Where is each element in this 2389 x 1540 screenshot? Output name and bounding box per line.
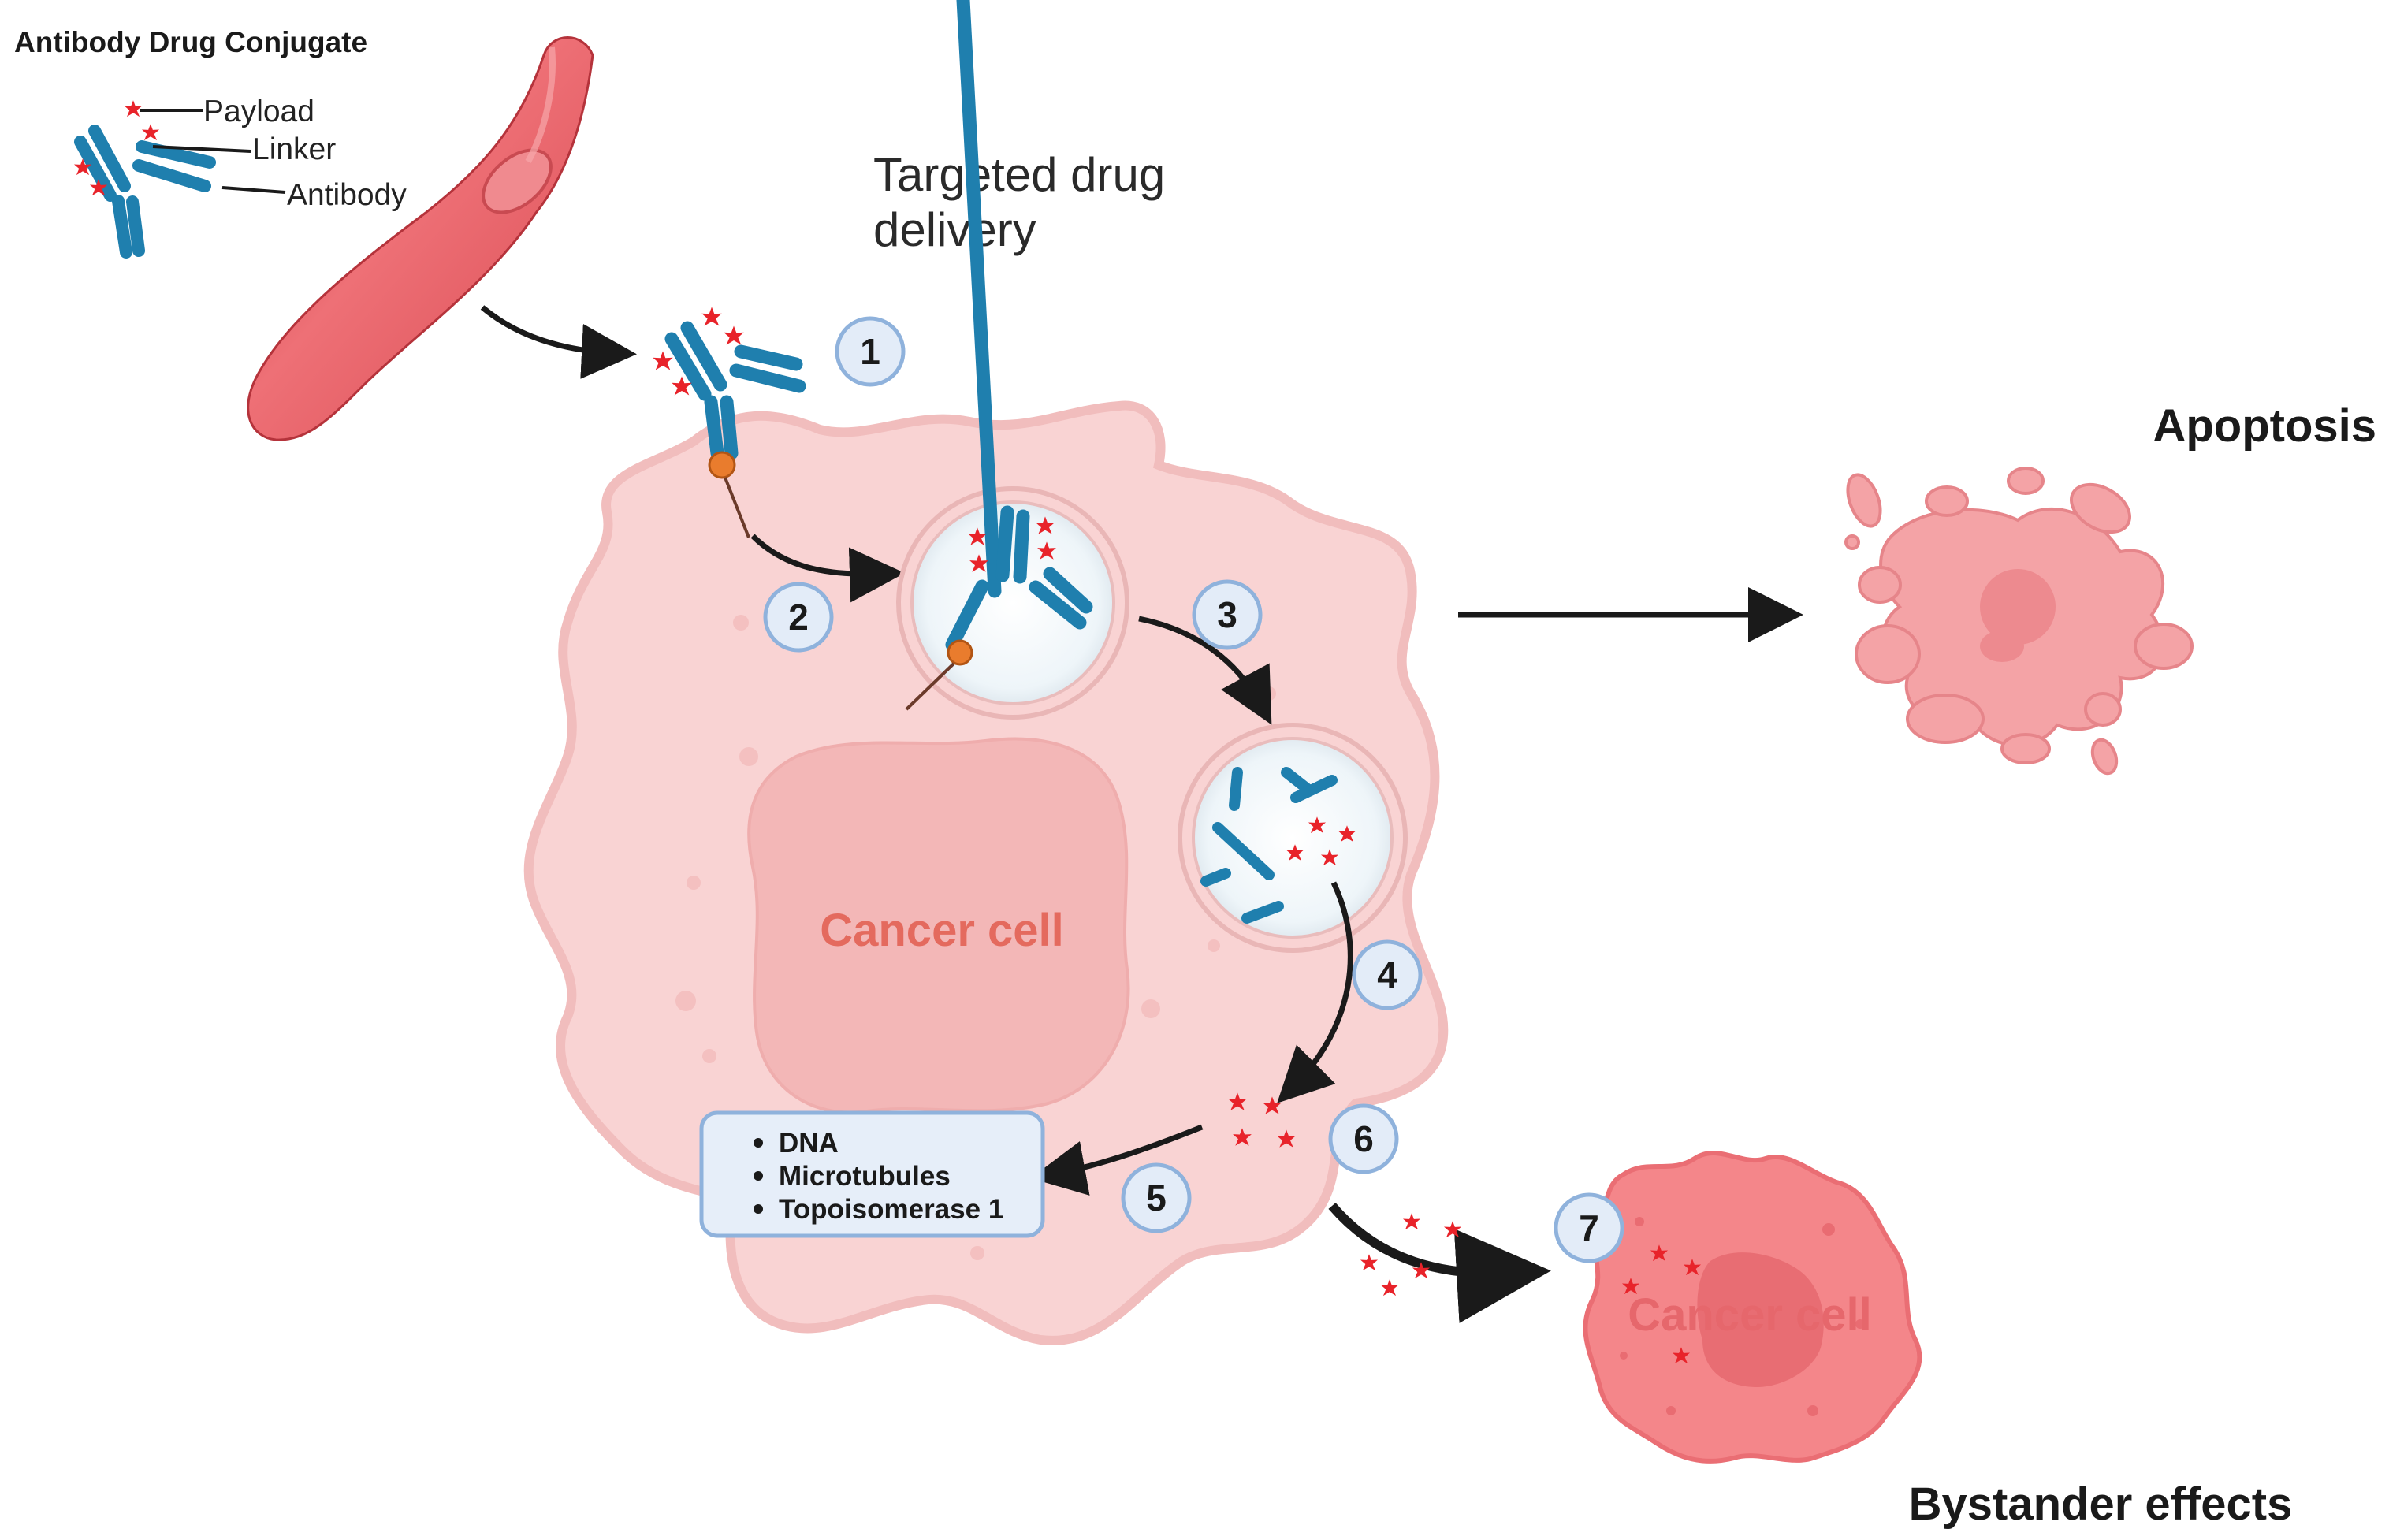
apoptosis-label: Apoptosis <box>2153 400 2376 452</box>
svg-text:6: 6 <box>1353 1118 1374 1159</box>
arrow-lysosome-to-payload <box>1277 881 1353 1103</box>
svg-text:5: 5 <box>1146 1177 1167 1218</box>
step-marker-1: 1 <box>835 316 906 387</box>
targeted-delivery-line2: delivery <box>873 203 1036 256</box>
payload-star-icon <box>1443 1221 1462 1238</box>
main-cell-label: Cancer cell <box>820 905 1064 956</box>
arrow-vessel-to-adc <box>480 305 637 379</box>
legend-payload-icon <box>124 100 143 117</box>
payload-star-icon <box>1360 1254 1379 1271</box>
endosome-vesicle <box>896 0 1129 720</box>
legend-adc-icon <box>73 100 286 259</box>
step-marker-4: 4 <box>1352 939 1423 1010</box>
target-dna: DNA <box>779 1128 839 1159</box>
apoptotic-cell <box>1844 467 2194 776</box>
legend-linker-label: Linker <box>252 132 336 166</box>
payload-star-icon <box>653 351 673 370</box>
lysosome-vesicle <box>1178 723 1408 953</box>
svg-text:2: 2 <box>788 597 809 638</box>
step-marker-7: 7 <box>1554 1192 1624 1263</box>
payload-star-icon <box>701 307 722 326</box>
arrow-step1-to-endosome <box>750 534 905 603</box>
bystander-nucleus <box>1697 1252 1824 1387</box>
payload-star-icon <box>724 325 744 345</box>
target-topoisomerase: Topoisomerase 1 <box>779 1194 1003 1225</box>
payload-star-icon <box>1380 1279 1399 1296</box>
legend-antibody-label: Antibody <box>287 178 407 212</box>
receptor-icon <box>708 451 736 479</box>
adc-step1-antibody <box>653 307 806 538</box>
legend-payload-icon <box>141 124 160 141</box>
step-marker-6: 6 <box>1328 1103 1399 1174</box>
bystander-cell-label: Cancer cell <box>1628 1289 1872 1341</box>
step-marker-2: 2 <box>763 582 834 653</box>
linker-leader-line <box>152 145 251 153</box>
svg-text:3: 3 <box>1217 594 1237 635</box>
arrow-endosome-to-lysosome <box>1138 616 1272 725</box>
targeted-delivery-line1: Targeted drug <box>873 148 1165 201</box>
blood-vessel <box>247 36 594 441</box>
receptor-icon <box>947 639 973 666</box>
step-marker-5: 5 <box>1121 1162 1192 1233</box>
arrow-bystander <box>1328 1203 1551 1323</box>
step-marker-3: 3 <box>1192 579 1263 650</box>
svg-text:4: 4 <box>1377 954 1397 995</box>
bystander-granules <box>1620 1217 1865 1416</box>
arrow-payload-to-targets <box>1030 1124 1204 1196</box>
svg-text:1: 1 <box>860 331 880 372</box>
antibody-leader-line <box>221 186 286 194</box>
bystander-label: Bystander effects <box>1909 1479 2293 1530</box>
targets-box: DNA Microtubules Topoisomerase 1 <box>699 1110 1045 1238</box>
legend-payload-label: Payload <box>203 95 314 128</box>
page-title: Antibody Drug Conjugate <box>14 26 367 58</box>
svg-text:7: 7 <box>1579 1207 1599 1248</box>
payload-star-icon <box>1402 1213 1421 1230</box>
main-nucleus <box>747 737 1130 1114</box>
target-microtubules: Microtubules <box>779 1161 951 1192</box>
